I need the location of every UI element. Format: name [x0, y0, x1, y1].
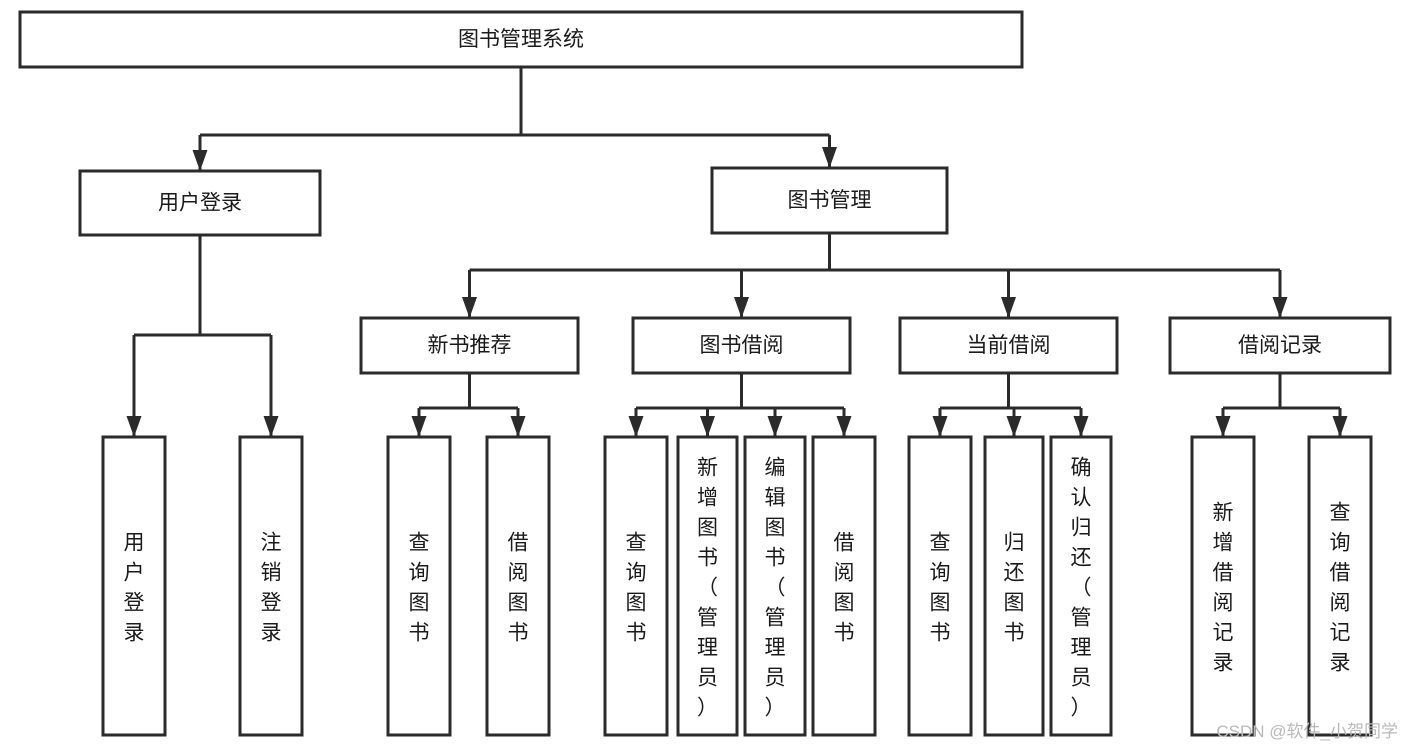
node-box-confirm-return-admin[interactable] [1049, 435, 1113, 737]
node-label-confirm-return-admin: 确认归还（管理员） [1071, 456, 1092, 719]
node-label-book-borrow: 图书借阅 [700, 334, 784, 357]
node-label-query-borrow-record: 查询借阅记录 [1330, 501, 1351, 674]
node-label-user-login: 用户登录 [158, 192, 242, 215]
node-query-book-3[interactable]: 查询图书 [907, 435, 973, 737]
node-book-borrow[interactable]: 图书借阅 [631, 316, 852, 375]
node-box-query-book-1[interactable] [386, 435, 452, 737]
connector-layer [126, 67, 1348, 437]
node-label-add-book-admin: 新增图书（管理员） [697, 456, 718, 719]
arrow-head-icon-edit-book-admin [767, 416, 783, 437]
node-box-new-book-recommend[interactable] [359, 316, 580, 375]
node-box-query-book-2[interactable] [603, 435, 669, 737]
arrow-head-icon-new-book-recommend [462, 297, 477, 318]
node-label-root: 图书管理系统 [458, 28, 584, 51]
node-label-borrow-book-2: 借阅图书 [834, 531, 855, 644]
arrow-head-icon-query-borrow-record [1332, 416, 1348, 437]
arrow-head-icon-query-book-2 [628, 416, 644, 437]
node-label-add-borrow-record: 新增借阅记录 [1213, 501, 1234, 674]
node-box-user-logout[interactable] [238, 435, 304, 737]
node-box-query-book-3[interactable] [907, 435, 973, 737]
node-user-logout[interactable]: 注销登录 [238, 435, 304, 737]
node-box-root[interactable] [18, 10, 1024, 69]
node-box-user-login-do[interactable] [101, 435, 167, 737]
node-label-borrow-record: 借阅记录 [1238, 334, 1322, 357]
arrow-head-icon-book-manage [822, 147, 837, 168]
arrow-head-icon-confirm-return-admin [1073, 416, 1089, 437]
node-edit-book-admin[interactable]: 编辑图书（管理员） [743, 435, 807, 737]
arrow-head-icon-borrow-record [1272, 297, 1288, 318]
node-label-edit-book-admin: 编辑图书（管理员） [765, 456, 786, 719]
arrow-head-icon-query-book-1 [411, 416, 427, 437]
node-borrow-record[interactable]: 借阅记录 [1168, 316, 1392, 375]
node-box-book-manage[interactable] [710, 166, 949, 235]
node-return-book[interactable]: 归还图书 [983, 435, 1045, 737]
node-borrow-book-2[interactable]: 借阅图书 [811, 435, 877, 737]
node-add-borrow-record[interactable]: 新增借阅记录 [1190, 435, 1256, 737]
node-box-borrow-record[interactable] [1168, 316, 1392, 375]
arrow-head-icon-add-borrow-record [1215, 416, 1231, 437]
node-label-query-book-1: 查询图书 [409, 531, 430, 644]
node-box-query-borrow-record[interactable] [1307, 435, 1373, 737]
node-box-borrow-book-1[interactable] [485, 435, 551, 737]
node-query-book-1[interactable]: 查询图书 [386, 435, 452, 737]
node-label-book-manage: 图书管理 [788, 189, 872, 212]
node-root[interactable]: 图书管理系统 [18, 10, 1024, 69]
node-layer: 图书管理系统用户登录图书管理用户登录注销登录新书推荐查询图书借阅图书图书借阅查询… [18, 10, 1392, 737]
node-label-query-book-3: 查询图书 [930, 531, 951, 644]
node-add-book-admin[interactable]: 新增图书（管理员） [676, 435, 739, 737]
arrow-head-icon-add-book-admin [700, 416, 715, 437]
node-label-return-book: 归还图书 [1004, 531, 1025, 644]
node-label-borrow-book-1: 借阅图书 [508, 531, 529, 644]
node-confirm-return-admin[interactable]: 确认归还（管理员） [1049, 435, 1113, 737]
arrow-head-icon-user-login-do [126, 416, 142, 437]
arrow-head-icon-query-book-3 [932, 416, 948, 437]
arrow-head-icon-borrow-book-2 [836, 416, 852, 437]
arrow-head-icon-current-borrow [1001, 297, 1016, 318]
node-query-book-2[interactable]: 查询图书 [603, 435, 669, 737]
node-label-user-login-do: 用户登录 [124, 531, 145, 644]
node-box-add-book-admin[interactable] [676, 435, 739, 737]
node-box-edit-book-admin[interactable] [743, 435, 807, 737]
node-box-current-borrow[interactable] [898, 316, 1119, 375]
node-current-borrow[interactable]: 当前借阅 [898, 316, 1119, 375]
arrow-head-icon-user-logout [263, 416, 279, 437]
node-book-manage[interactable]: 图书管理 [710, 166, 949, 235]
arrow-head-icon-borrow-book-1 [510, 416, 526, 437]
node-label-user-logout: 注销登录 [261, 531, 282, 644]
node-borrow-book-1[interactable]: 借阅图书 [485, 435, 551, 737]
node-box-return-book[interactable] [983, 435, 1045, 737]
node-box-add-borrow-record[interactable] [1190, 435, 1256, 737]
node-label-new-book-recommend: 新书推荐 [428, 334, 512, 357]
csdn-watermark: CSDN @软件_小贺同学 [1216, 722, 1398, 741]
node-box-user-login[interactable] [78, 169, 322, 237]
arrow-head-icon-book-borrow [734, 297, 749, 318]
node-new-book-recommend[interactable]: 新书推荐 [359, 316, 580, 375]
watermark-layer: CSDN @软件_小贺同学 [1216, 722, 1398, 741]
arrow-head-icon-user-login [192, 150, 208, 171]
node-box-book-borrow[interactable] [631, 316, 852, 375]
node-query-borrow-record[interactable]: 查询借阅记录 [1307, 435, 1373, 737]
arrow-head-icon-return-book [1006, 416, 1022, 437]
node-label-query-book-2: 查询图书 [626, 531, 647, 644]
node-user-login-do[interactable]: 用户登录 [101, 435, 167, 737]
node-user-login[interactable]: 用户登录 [78, 169, 322, 237]
node-box-borrow-book-2[interactable] [811, 435, 877, 737]
node-label-current-borrow: 当前借阅 [967, 334, 1051, 357]
